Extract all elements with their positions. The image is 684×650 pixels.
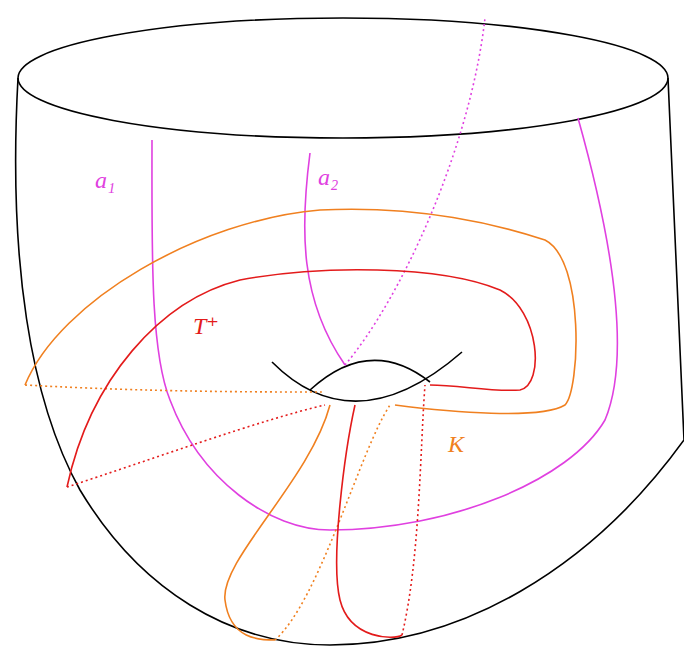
curve-label: a₁ (95, 168, 115, 192)
hole-lower-arc (272, 352, 462, 401)
curve-k-hidden (25, 385, 322, 392)
surface-outline (16, 78, 684, 645)
curve-label: K (448, 432, 464, 456)
curve-t-plus-hidden (67, 405, 325, 487)
curve-t-plus-lower (337, 405, 402, 637)
boundary-circle (18, 18, 668, 138)
curve-k (25, 209, 576, 413)
curve-a2-hidden (345, 18, 485, 365)
curve-k-lower-hidden (275, 405, 390, 640)
curve-a1 (152, 118, 617, 530)
hole-upper-arc (310, 360, 430, 390)
curve-label: a₂ (318, 165, 338, 189)
curve-t-plus-lower-hidden (402, 385, 425, 635)
curve-a2 (305, 153, 345, 365)
curve-label: T⁺ (193, 314, 219, 338)
curve-k-lower (225, 405, 330, 640)
curve-t-plus (67, 270, 535, 487)
